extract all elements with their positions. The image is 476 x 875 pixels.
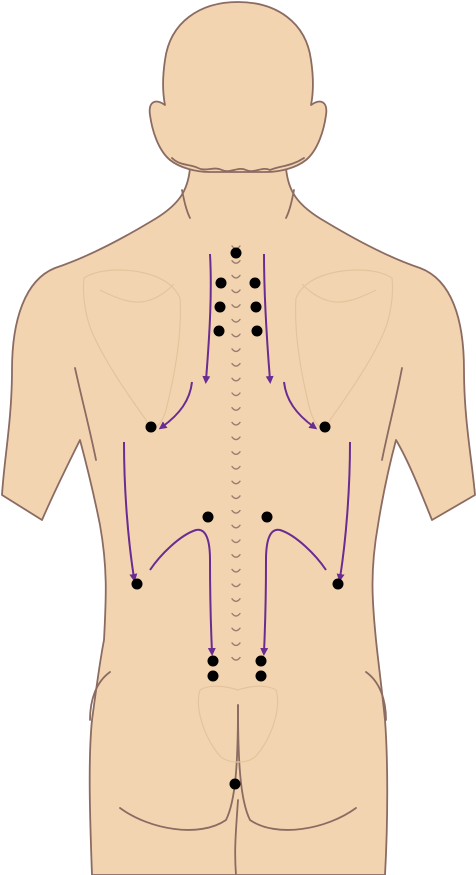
arrow-right-side-down xyxy=(336,441,351,582)
arrow-upper-right-down xyxy=(263,253,274,384)
vertebra-5 xyxy=(231,304,241,308)
arrow-left-side-down xyxy=(123,441,138,582)
dot-upper-left-2 xyxy=(214,301,226,313)
dot-lumbar-right-1 xyxy=(255,655,267,667)
vertebra-2 xyxy=(231,260,241,264)
arrow-right-lumbar-curve xyxy=(260,528,327,656)
vertebra-22 xyxy=(231,554,241,558)
right-neck-line xyxy=(285,189,295,219)
vertebra-3 xyxy=(231,274,241,279)
sacrum xyxy=(197,685,279,763)
dot-lumbar-left-1 xyxy=(207,655,219,667)
torso xyxy=(1,167,476,875)
dot-upper-left-1 xyxy=(215,277,227,289)
dot-upper-right-2 xyxy=(250,301,262,313)
right-hip-line xyxy=(365,671,387,721)
vertebra-10 xyxy=(231,377,241,382)
vertebra-26 xyxy=(231,612,241,617)
arrows-group xyxy=(123,253,351,656)
dots-group xyxy=(131,247,344,790)
dot-upper-right-1 xyxy=(249,277,261,289)
arrow-left-lumbar-curve xyxy=(149,528,216,656)
vertebra-14 xyxy=(231,436,241,441)
vertebra-29 xyxy=(231,656,241,661)
right-arm-line xyxy=(381,367,403,461)
arrow-left-scapula-curve xyxy=(158,381,193,430)
vertebra-7 xyxy=(231,333,241,338)
vertebra-16 xyxy=(231,465,241,470)
dot-lumbar-left-2 xyxy=(207,670,219,682)
vertebra-19 xyxy=(231,509,241,514)
left-hip-line xyxy=(89,671,111,721)
vertebra-4 xyxy=(231,289,241,294)
vertebra-11 xyxy=(231,392,241,397)
dot-mid-left xyxy=(202,511,214,523)
vertebra-13 xyxy=(231,421,241,426)
dot-sacral xyxy=(229,778,241,790)
dot-right-scapula xyxy=(319,421,331,433)
right-scapula xyxy=(295,269,394,428)
left-arm-line xyxy=(74,367,97,461)
arrow-upper-left-down xyxy=(202,253,212,384)
spine xyxy=(231,245,241,661)
vertebra-20 xyxy=(231,524,241,529)
vertebra-28 xyxy=(231,642,241,647)
dot-upper-right-3 xyxy=(251,325,263,337)
vertebra-27 xyxy=(231,627,241,632)
dot-mid-right xyxy=(261,511,273,523)
left-neck-line xyxy=(181,189,191,219)
gluteal-line xyxy=(234,799,239,875)
dot-lumbar-right-2 xyxy=(255,670,267,682)
vertebra-12 xyxy=(231,407,241,411)
vertebra-6 xyxy=(231,318,241,323)
vertebra-25 xyxy=(231,598,241,602)
head xyxy=(148,1,328,173)
hairline xyxy=(171,157,305,173)
vertebra-24 xyxy=(231,583,241,588)
dot-right-flank xyxy=(332,578,344,590)
left-scapula xyxy=(82,269,181,428)
dot-c7 xyxy=(230,247,242,259)
vertebra-8 xyxy=(231,348,241,353)
buttocks-right xyxy=(237,704,357,831)
vertebra-9 xyxy=(231,362,241,367)
vertebra-17 xyxy=(231,480,241,485)
vertebra-18 xyxy=(231,495,241,500)
dot-left-scapula xyxy=(145,421,157,433)
vertebra-23 xyxy=(231,568,241,573)
dot-left-flank xyxy=(131,578,143,590)
dot-upper-left-3 xyxy=(213,325,225,337)
vertebra-15 xyxy=(231,451,241,455)
arrow-right-scapula-curve xyxy=(283,381,318,430)
buttocks-left xyxy=(119,704,239,831)
vertebra-21 xyxy=(231,539,241,544)
